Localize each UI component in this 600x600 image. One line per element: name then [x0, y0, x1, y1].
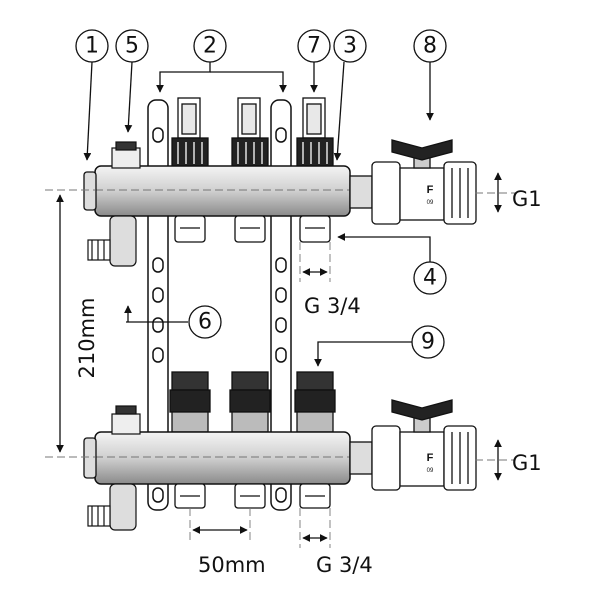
top-outlets: [174, 215, 331, 243]
centre-lines: [45, 189, 515, 548]
svg-text:6: 6: [198, 310, 212, 335]
flowmeter-2: [231, 97, 269, 167]
callout-4: 4: [413, 261, 447, 295]
svg-text:3: 3: [343, 34, 357, 59]
callout-2: 2: [193, 29, 227, 63]
callout-7: 7: [297, 29, 331, 63]
callout-5: 5: [115, 29, 149, 63]
svg-text:1: 1: [85, 34, 99, 59]
top-air-vent: [111, 141, 141, 169]
inlet-thread-top-label: G1: [512, 187, 542, 211]
bottom-drain-valve: [87, 483, 137, 531]
outlet-thread-top-label: G 3/4: [304, 294, 361, 318]
svg-text:7: 7: [307, 34, 321, 59]
outlet-thread-bottom-label: G 3/4: [316, 553, 373, 577]
callout-1: 1: [75, 29, 109, 63]
callout-9: 9: [411, 325, 445, 359]
bottom-valve-letter: F: [427, 452, 434, 464]
regulating-knobs: [169, 371, 336, 433]
flowmeter-1: [171, 97, 209, 167]
bottom-end-cap: [83, 437, 97, 479]
svg-text:8: 8: [423, 34, 437, 59]
svg-text:5: 5: [125, 34, 139, 59]
flowmeters: [171, 97, 334, 167]
top-valve-letter: F: [427, 184, 434, 196]
callouts: 1 5 2 7 3 8 4 6: [75, 29, 447, 359]
callout-8: 8: [413, 29, 447, 63]
svg-text:9: 9: [421, 330, 435, 355]
leader-lines: [83, 61, 434, 367]
svg-text:4: 4: [423, 266, 437, 291]
top-end-cap: [83, 171, 97, 211]
bottom-manifold-bar: [94, 431, 351, 485]
top-drain-valve: [87, 215, 137, 267]
bottom-ball-valve: [349, 399, 477, 491]
svg-text:2: 2: [203, 34, 217, 59]
knob-1: [169, 371, 211, 433]
inlet-thread-bottom-label: G1: [512, 451, 542, 475]
dimension-lines: [56, 172, 502, 542]
bottom-outlets: [174, 483, 331, 509]
spacing-dimension-label: 50mm: [198, 553, 266, 577]
knob-3: [294, 371, 336, 433]
bottom-air-vent: [111, 405, 141, 435]
top-manifold-bar: [94, 165, 351, 217]
callout-3: 3: [333, 29, 367, 63]
top-valve-number: 09: [427, 200, 434, 206]
bottom-valve-number: 09: [427, 468, 434, 474]
flowmeter-3: [296, 97, 334, 167]
callout-6: 6: [188, 305, 222, 339]
height-dimension-label: 210mm: [75, 298, 99, 379]
knob-2: [229, 371, 271, 433]
top-ball-valve: [349, 139, 477, 225]
